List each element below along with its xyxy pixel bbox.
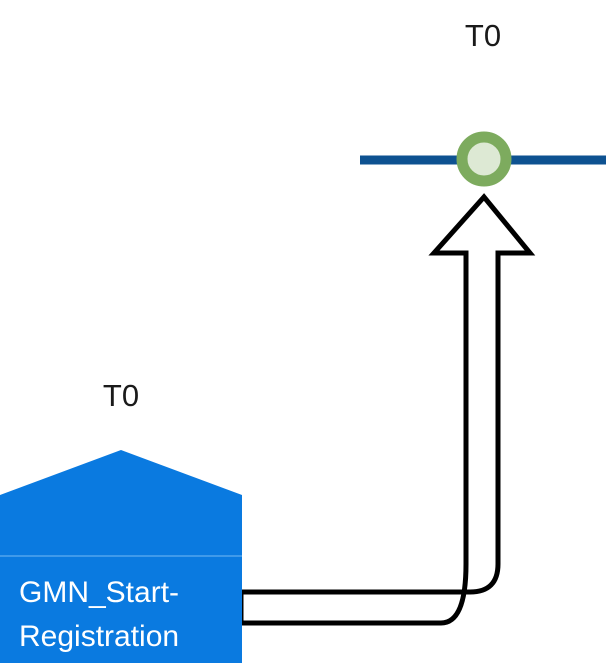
event-timestamp-label: T0: [465, 18, 501, 53]
task-timestamp-label: T0: [103, 378, 139, 413]
message-flow-arrow[interactable]: [238, 193, 536, 626]
intermediate-event-circle[interactable]: [456, 131, 512, 187]
task-node-label-line-1: GMN_Start-: [19, 576, 179, 609]
task-node-label-line-2: Registration: [19, 620, 179, 653]
